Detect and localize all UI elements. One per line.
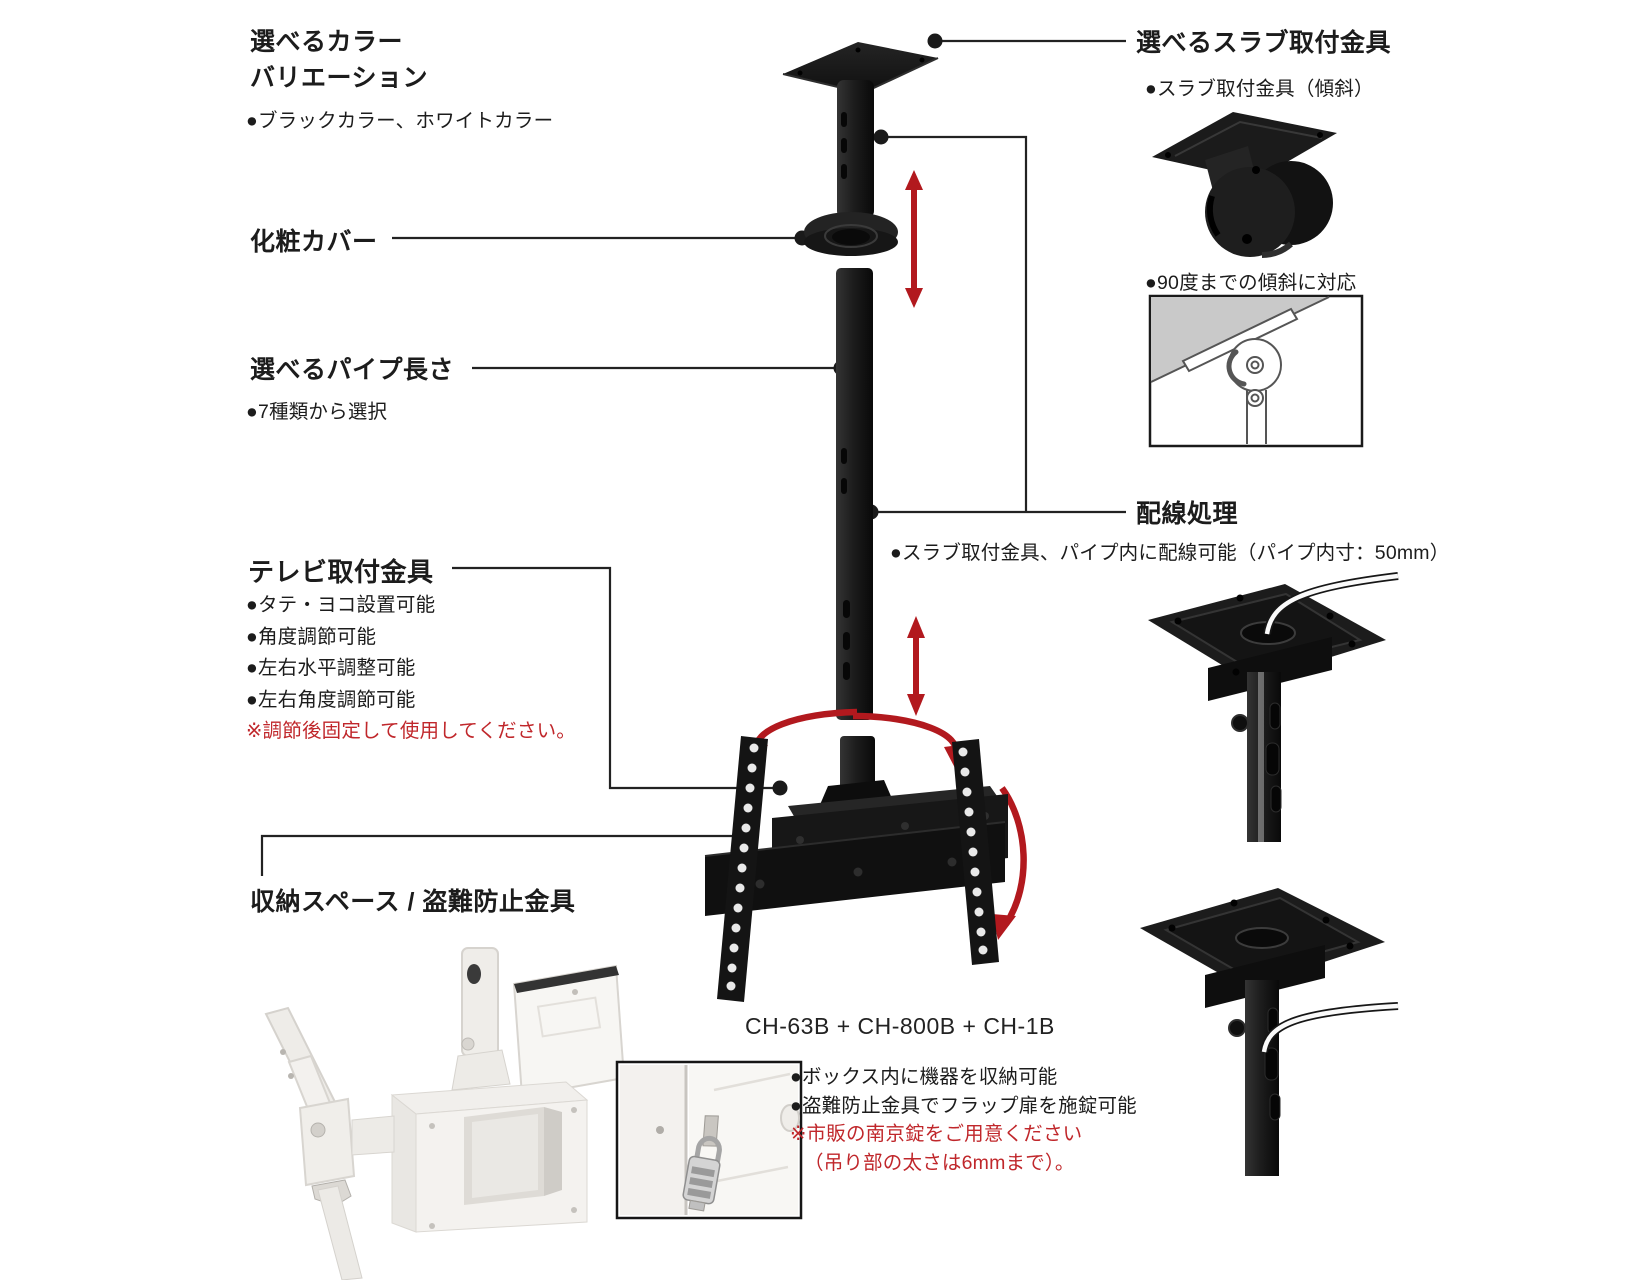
- vesa-strip-right: [952, 739, 999, 965]
- white-mount-photo: [264, 947, 626, 1280]
- tv-bracket-bullet: ●角度調節可能: [246, 625, 377, 648]
- main-pipe-illustration: [836, 268, 875, 810]
- upper-pipe-stub: [837, 80, 874, 218]
- tilt-diagram: [1148, 294, 1364, 448]
- storage-bullets: ●ボックス内に機器を収納可能 ●盗難防止金具でフラップ扉を施錠可能 ※市販の南京…: [790, 1063, 1137, 1177]
- padlock-icon: [682, 1115, 722, 1212]
- label-wiring: 配線処理: [1136, 500, 1239, 528]
- tv-bracket-bullets: ●タテ・ヨコ設置可能 ●角度調節可能 ●左右水平調整可能 ●左右角度調節可能 ※…: [246, 590, 576, 748]
- callout-lines: [260, 39, 1126, 876]
- model-code: CH-63B + CH-800B + CH-1B: [745, 1013, 1055, 1039]
- bullet-color-variation: ●ブラックカラー、ホワイトカラー: [246, 110, 554, 132]
- storage-note: ※市販の南京錠をご用意ください: [790, 1123, 1083, 1145]
- label-slab-bracket: 選べるスラブ取付金具: [1136, 29, 1392, 57]
- storage-bullet: ●ボックス内に機器を収納可能: [790, 1066, 1058, 1088]
- label-decorative-cover: 化粧カバー: [250, 228, 378, 256]
- vesa-strip-left: [717, 736, 768, 1002]
- red-tilt-arrow: [992, 786, 1027, 940]
- decorative-cover-illustration: [804, 212, 898, 256]
- tv-bracket-bullet: ●タテ・ヨコ設置可能: [246, 594, 436, 616]
- bullet-pipe-length: ●7種類から選択: [246, 401, 388, 423]
- bullet-slab-90deg: ●90度までの傾斜に対応: [1145, 272, 1357, 294]
- bullet-slab-tilt: ●スラブ取付金具（傾斜）: [1145, 78, 1374, 100]
- storage-note: （吊り部の太さは6mmまで）。: [804, 1151, 1075, 1174]
- tv-bracket-note: ※調節後固定して使用してください。: [246, 720, 576, 742]
- storage-bullet: ●盗難防止金具でフラップ扉を施錠可能: [790, 1094, 1137, 1117]
- label-tv-bracket: テレビ取付金具: [248, 557, 434, 587]
- bullet-wiring: ●スラブ取付金具、パイプ内に配線可能（パイプ内寸：50mm）: [890, 542, 1450, 564]
- label-storage: 収納スペース / 盗難防止金具: [250, 888, 576, 916]
- slab-bracket-tilt-photo: [1152, 112, 1337, 258]
- cable-side-photo: [1140, 888, 1399, 1176]
- red-arrow-vertical-mid: [907, 616, 925, 716]
- label-color-variation: 選べるカラー バリエーション: [250, 28, 429, 92]
- tv-bracket-bullet: ●左右水平調整可能: [246, 657, 416, 679]
- tv-bracket-bullet: ●左右角度調節可能: [246, 688, 416, 711]
- padlock-photo: [615, 1060, 803, 1220]
- red-arrow-vertical-top: [905, 170, 923, 308]
- cable-top-photo: [1148, 572, 1399, 842]
- label-pipe-length: 選べるパイプ長さ: [250, 356, 455, 384]
- tv-bracket-illustration: [704, 736, 1008, 1002]
